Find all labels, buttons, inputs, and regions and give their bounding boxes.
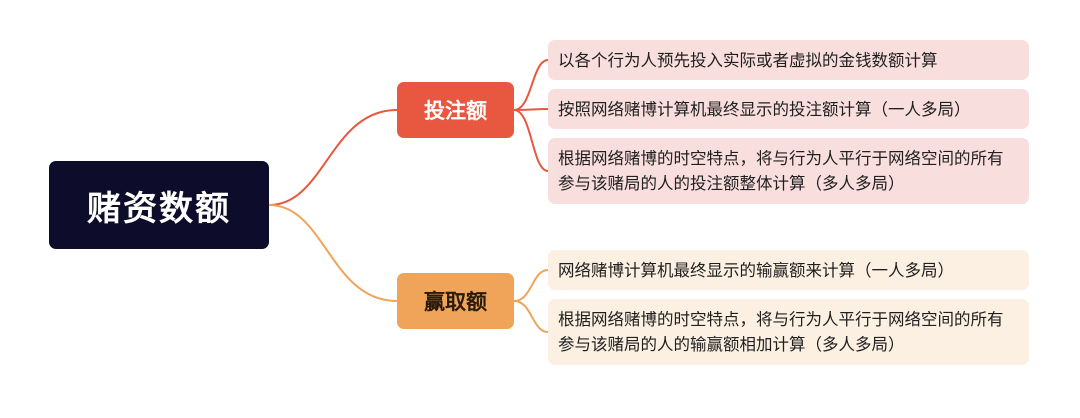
connector-root-bet (268, 109, 398, 206)
leaf-node-win-0: 网络赌博计算机最终显示的输赢额来计算（一人多局） (548, 250, 1029, 290)
branch-node-bet-amount: 投注额 (397, 82, 514, 138)
leaf-node-bet-0: 以各个行为人预先投入实际或者虚拟的金钱数额计算 (548, 40, 1029, 80)
leaf-node-text: 根据网络赌博的时空特点，将与行为人平行于网络空间的所有参与该赌局的人的输赢额相加… (558, 310, 1004, 354)
branch-node-win-amount: 赢取额 (397, 273, 514, 329)
connector-bet-leaf-0 (513, 59, 549, 111)
leaf-node-text: 以各个行为人预先投入实际或者虚拟的金钱数额计算 (558, 50, 938, 70)
branch-node-label: 投注额 (424, 99, 487, 123)
branch-node-label: 赢取额 (424, 290, 487, 314)
connector-bet-leaf-1 (513, 108, 549, 111)
connector-bet-leaf-2 (513, 109, 549, 172)
connector-win-leaf-1 (513, 300, 549, 333)
leaf-node-win-1: 根据网络赌博的时空特点，将与行为人平行于网络空间的所有参与该赌局的人的输赢额相加… (548, 299, 1029, 365)
leaf-node-bet-1: 按照网络赌博计算机最终显示的投注额计算（一人多局） (548, 89, 1029, 129)
root-node-label: 赌资数额 (87, 188, 231, 229)
leaf-node-text: 根据网络赌博的时空特点，将与行为人平行于网络空间的所有参与该赌局的人的投注额整体… (558, 149, 1004, 193)
connector-root-win (268, 204, 398, 302)
connector-win-leaf-0 (513, 269, 549, 302)
root-node: 赌资数额 (49, 161, 269, 249)
leaf-node-bet-2: 根据网络赌博的时空特点，将与行为人平行于网络空间的所有参与该赌局的人的投注额整体… (548, 138, 1029, 204)
leaf-node-text: 按照网络赌博计算机最终显示的投注额计算（一人多局） (558, 99, 971, 119)
leaf-node-text: 网络赌博计算机最终显示的输赢额来计算（一人多局） (558, 260, 954, 280)
